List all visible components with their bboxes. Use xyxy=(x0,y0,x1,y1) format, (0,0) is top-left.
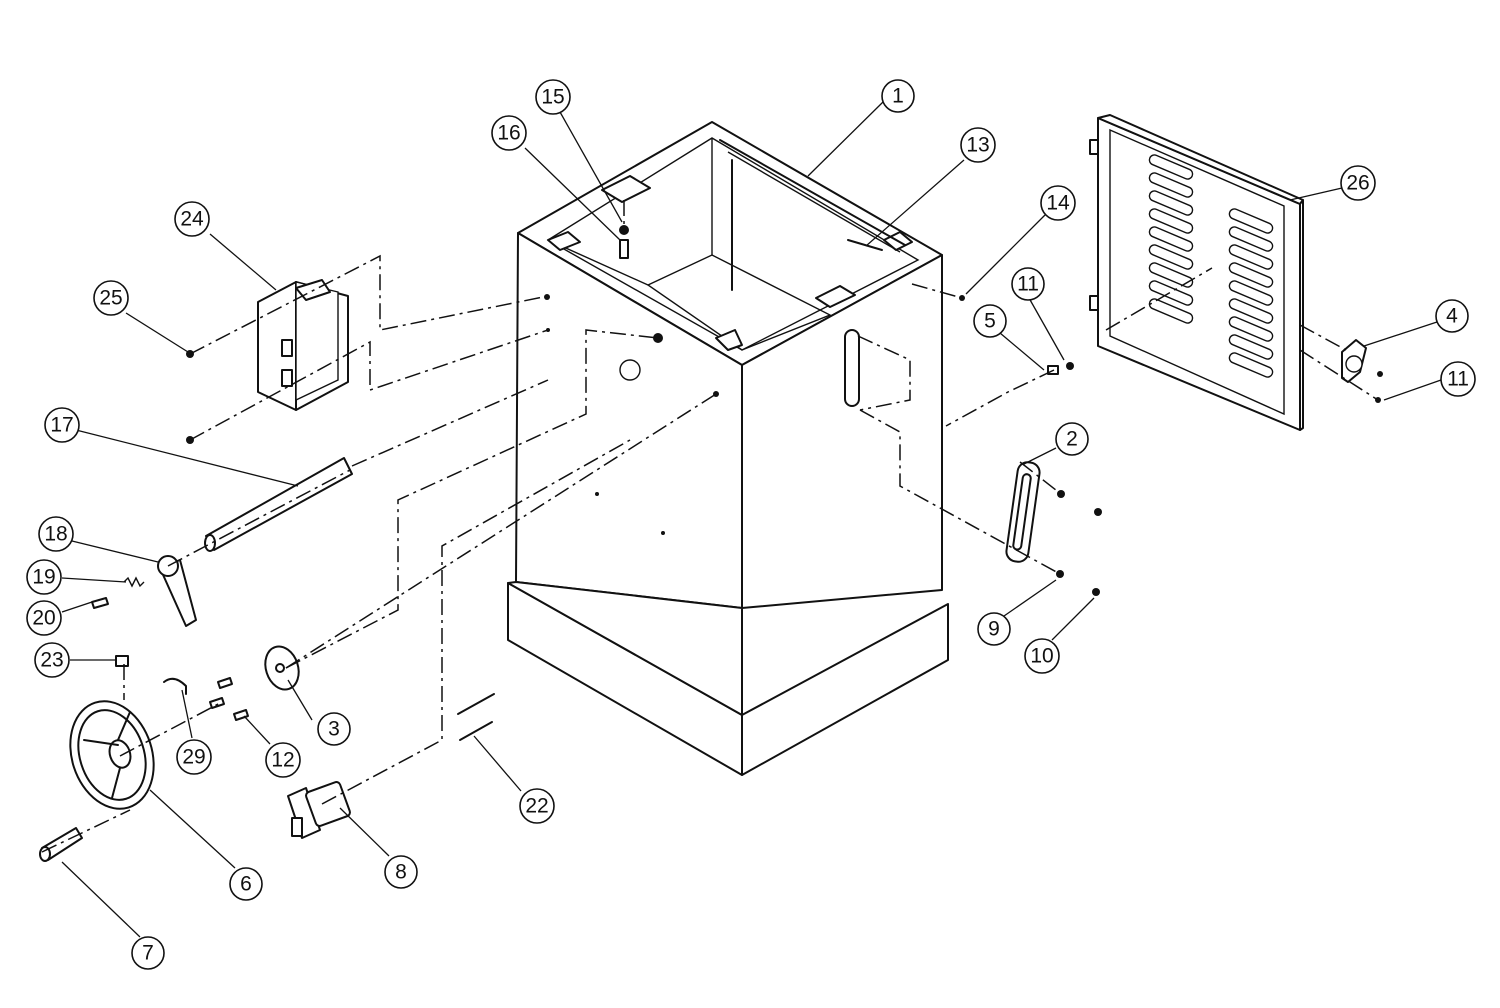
callout-15-label: 15 xyxy=(541,86,564,109)
callout-18-label: 18 xyxy=(44,523,67,546)
callout-12-label: 12 xyxy=(271,749,294,772)
callout-22: 22 xyxy=(519,788,555,824)
callout-24: 24 xyxy=(174,201,210,237)
callout-20-label: 20 xyxy=(32,607,55,630)
callout-16: 16 xyxy=(491,115,527,151)
handwheel xyxy=(69,700,155,810)
pin xyxy=(457,693,495,715)
callout-9-label: 9 xyxy=(988,618,1000,641)
callout-4-label: 4 xyxy=(1446,305,1458,328)
callout-13-label: 13 xyxy=(966,134,989,157)
magnetic-switch xyxy=(287,781,351,839)
screw xyxy=(233,709,249,721)
callout-3: 3 xyxy=(317,712,351,746)
callout-25: 25 xyxy=(93,280,129,316)
callout-3-label: 3 xyxy=(328,718,340,741)
shaft xyxy=(204,457,353,552)
callout-23: 23 xyxy=(34,642,70,678)
callout-6-label: 6 xyxy=(240,873,252,896)
callout-29: 29 xyxy=(176,739,212,775)
callout-24-label: 24 xyxy=(180,208,204,231)
callout-26-label: 26 xyxy=(1346,172,1369,195)
callout-14: 14 xyxy=(1040,185,1076,221)
callout-13: 13 xyxy=(960,127,996,163)
callout-26: 26 xyxy=(1340,165,1376,201)
callout-1: 1 xyxy=(881,79,915,113)
callout-4: 4 xyxy=(1435,299,1469,333)
screw xyxy=(1094,508,1102,516)
callout-10-label: 10 xyxy=(1030,645,1053,668)
callout-14-label: 14 xyxy=(1046,192,1070,215)
callout-20: 20 xyxy=(26,600,62,636)
long-bolt xyxy=(847,239,883,251)
callout-17: 17 xyxy=(44,407,80,443)
callout-23-label: 23 xyxy=(40,649,63,672)
spring xyxy=(123,576,145,588)
leader-lines xyxy=(61,101,1442,938)
screw xyxy=(1066,362,1074,370)
callout-19: 19 xyxy=(26,559,62,595)
bolt xyxy=(619,239,629,259)
callout-5-label: 5 xyxy=(984,310,996,333)
switch-box xyxy=(257,279,349,411)
screw xyxy=(217,677,233,689)
callout-6: 6 xyxy=(229,867,263,901)
callout-2-label: 2 xyxy=(1066,428,1078,451)
access-door-panel xyxy=(1089,114,1304,431)
screw xyxy=(209,697,225,709)
callout-2: 2 xyxy=(1055,422,1089,456)
set-screw xyxy=(91,597,109,609)
door-latch xyxy=(1341,339,1367,383)
callout-11-upper-label: 11 xyxy=(1017,273,1039,296)
lock-handle xyxy=(157,555,197,627)
set-screw xyxy=(115,655,129,667)
cabinet-stand xyxy=(507,121,949,776)
callout-11-lower-label: 11 xyxy=(1447,368,1469,391)
door-louvers xyxy=(1148,154,1274,378)
callout-5: 5 xyxy=(973,304,1007,338)
callout-18: 18 xyxy=(38,516,74,552)
pin xyxy=(459,721,493,741)
callout-22-label: 22 xyxy=(525,795,548,818)
retaining-ring xyxy=(163,677,187,695)
handle-knob xyxy=(39,827,83,862)
callout-8: 8 xyxy=(384,855,418,889)
screw xyxy=(1092,588,1100,596)
callout-7-label: 7 xyxy=(142,942,154,965)
callout-11-lower: 11 xyxy=(1440,361,1476,397)
callout-29-label: 29 xyxy=(182,746,205,769)
callout-19-label: 19 xyxy=(32,566,55,589)
callout-16-label: 16 xyxy=(497,122,520,145)
callout-11-upper: 11 xyxy=(1011,267,1045,301)
callout-25-label: 25 xyxy=(99,287,122,310)
door-handle xyxy=(1005,461,1041,563)
callout-10: 10 xyxy=(1024,638,1060,674)
callout-12: 12 xyxy=(265,742,301,778)
callout-9: 9 xyxy=(977,612,1011,646)
callout-1-label: 1 xyxy=(892,85,904,108)
collar xyxy=(264,645,300,691)
callout-15: 15 xyxy=(535,79,571,115)
assembly-lines xyxy=(41,200,1379,853)
callout-7: 7 xyxy=(131,936,165,970)
callout-17-label: 17 xyxy=(50,414,73,437)
latch-screw xyxy=(1377,371,1383,377)
callout-8-label: 8 xyxy=(395,861,407,884)
